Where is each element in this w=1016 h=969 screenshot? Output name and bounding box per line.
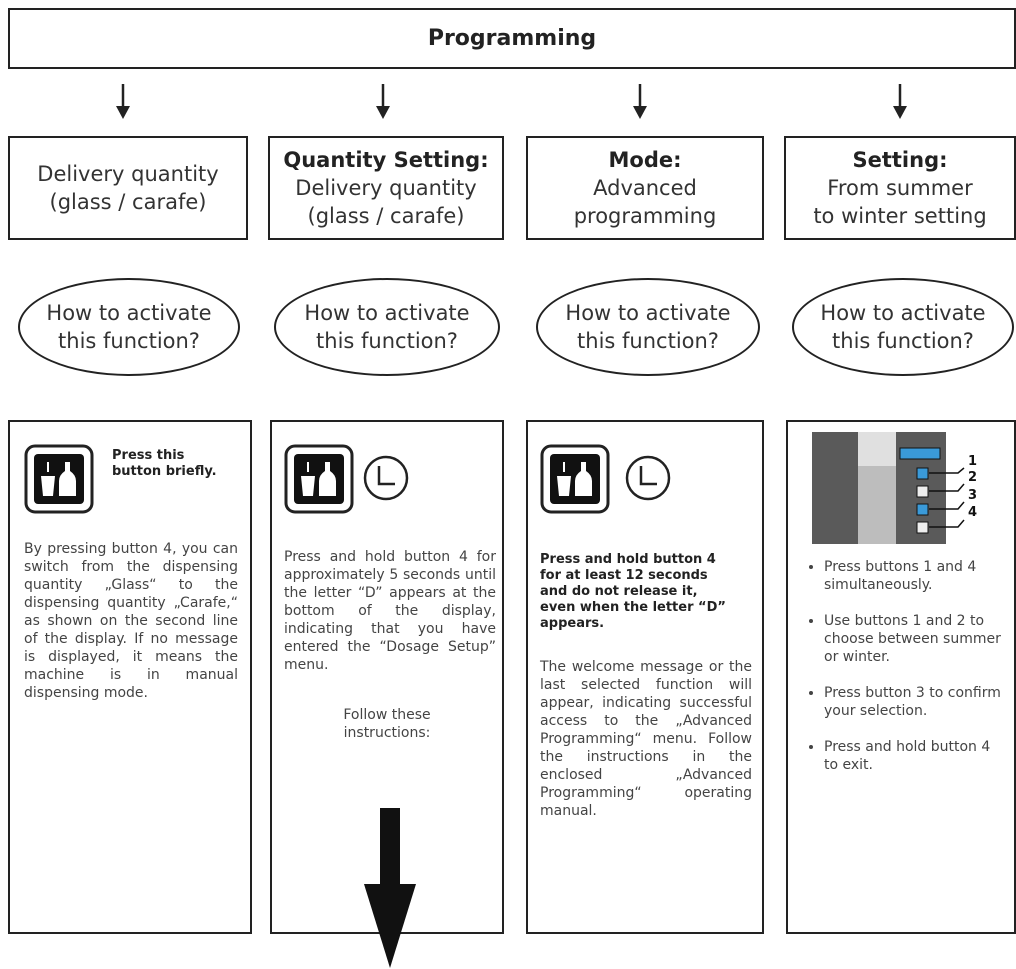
question-ellipse: How to activate this function? [274,278,500,376]
glass-carafe-button-icon [24,444,94,514]
clock-icon [363,455,409,501]
question-line: How to activate [46,301,212,325]
box-line: Advanced [593,176,697,200]
box-line: (glass / carafe) [49,190,207,214]
follow-line: Follow these [343,707,431,723]
box-line: Delivery quantity [37,162,219,186]
box-line: to winter setting [813,204,987,228]
question-line: this function? [58,329,200,353]
machine-label-3: 3 [968,488,978,503]
box-line: programming [573,204,717,228]
box-title: Setting: [852,148,948,172]
bullet-item: Press buttons 1 and 4 simultaneously. [824,558,1008,594]
instruction-panel-4 [786,420,1016,934]
box-line: (glass / carafe) [307,204,465,228]
down-arrow-icon [116,84,130,119]
instruction-bullet-list: Press buttons 1 and 4 simultaneously. Us… [808,558,1008,792]
box-title: Quantity Setting: [283,148,489,172]
glass-carafe-button-icon [284,444,354,514]
box-line: Delivery quantity [295,176,477,200]
follow-instructions-text: Follow these instructions: [284,706,490,742]
question-ellipse: How to activate this function? [536,278,760,376]
question-ellipse: How to activate this function? [792,278,1014,376]
instruction-text: Press and hold button 4 for approximatel… [284,549,496,673]
bullet-item: Press and hold button 4 to exit. [824,738,1008,774]
down-arrow-icon [893,84,907,119]
function-box-mode: Mode: Advanced programming [526,136,764,240]
machine-label-1: 1 [968,454,978,469]
question-line: this function? [577,329,719,353]
machine-label-4: 4 [968,505,978,520]
machine-panel-illustration [812,432,965,544]
press-note: Press this button briefly. [112,448,217,479]
question-line: How to activate [820,301,986,325]
question-line: How to activate [304,301,470,325]
question-line: this function? [832,329,974,353]
question-line: this function? [316,329,458,353]
instruction-panel-1 [8,420,252,934]
function-box-delivery-quantity: Delivery quantity (glass / carafe) [8,136,248,240]
instruction-text: The welcome message or the last selected… [540,659,752,819]
down-arrow-icon [376,84,390,119]
bullet-item: Press button 3 to confirm your selection… [824,684,1008,720]
glass-carafe-button-icon [540,444,610,514]
box-title: Mode: [608,148,682,172]
follow-line: instructions: [343,725,431,741]
programming-header: Programming [8,8,1016,69]
bullet-item: Use buttons 1 and 2 to choose between su… [824,612,1008,666]
header-title: Programming [427,26,597,51]
box-line: From summer [827,176,973,200]
instruction-bold-text: Press and hold button 4 for at least 12 … [540,552,726,631]
clock-icon [625,455,671,501]
question-ellipse: How to activate this function? [18,278,240,376]
instruction-text: By pressing button 4, you can switch fro… [24,541,238,701]
function-box-setting: Setting: From summer to winter setting [784,136,1016,240]
instruction-panel-3 [526,420,764,934]
down-arrow-icon [633,84,647,119]
question-line: How to activate [565,301,731,325]
function-box-quantity-setting: Quantity Setting: Delivery quantity (gla… [268,136,504,240]
large-down-arrow-icon [364,808,416,968]
machine-label-2: 2 [968,470,978,485]
